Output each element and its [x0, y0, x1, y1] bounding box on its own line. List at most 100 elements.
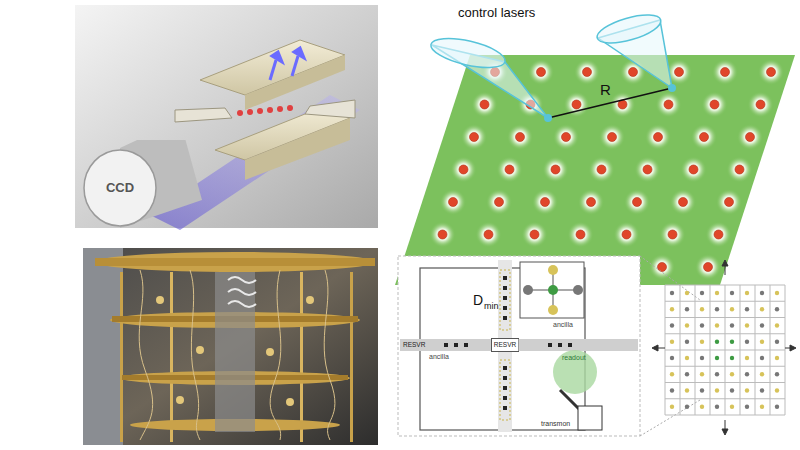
trap-site: [712, 59, 738, 85]
trap-site: [532, 189, 558, 215]
qubit-dot: [715, 372, 719, 376]
qubit-dot: [745, 323, 749, 327]
qubit-dot: [670, 405, 674, 409]
qubit-dot: [775, 356, 779, 360]
qubit-dot: [670, 372, 674, 376]
trap-site: [486, 189, 512, 215]
qubit-dot: [700, 340, 704, 344]
qubit-dot: [760, 372, 764, 376]
addressed-atom: [544, 114, 552, 122]
trap-site: [430, 222, 456, 248]
grid-line: [740, 285, 741, 415]
qubit-dot: [700, 372, 704, 376]
trap-site: [706, 222, 732, 248]
endcap-electrode: [175, 108, 232, 122]
cryostat: [95, 252, 375, 442]
optical-lattice: [395, 55, 795, 285]
qubit-dot: [775, 340, 779, 344]
qubit-dot: [670, 356, 674, 360]
grid-line: [770, 285, 771, 415]
atom: [714, 230, 723, 239]
atom: [583, 68, 592, 77]
qubit-dot: [685, 307, 689, 311]
atom: [459, 165, 468, 174]
trap-site: [716, 189, 742, 215]
qubit-dot: [760, 291, 764, 295]
qubit-dot: [730, 356, 734, 360]
atom: [608, 133, 617, 142]
atom: [643, 165, 652, 174]
atom: [449, 198, 458, 207]
qubit-dot: [715, 291, 719, 295]
ancilla-label: ancilla: [428, 353, 450, 361]
qubit-dot: [730, 291, 734, 295]
endcap-electrode: [305, 100, 355, 118]
atom: [704, 263, 713, 272]
qubit-dot: [760, 356, 764, 360]
qubit-dot: [685, 323, 689, 327]
trap-site: [614, 222, 640, 248]
distance-label: R: [600, 82, 611, 99]
atom: [629, 68, 638, 77]
qubit-dot: [685, 291, 689, 295]
qubit-dot: [715, 323, 719, 327]
trap-site: [528, 59, 554, 85]
atom: [516, 133, 525, 142]
trap-site: [660, 222, 686, 248]
qubit-dot: [760, 307, 764, 311]
qubit-dot: [775, 291, 779, 295]
qubit-dot: [730, 307, 734, 311]
trap-site: [656, 92, 682, 118]
trap-site: [568, 222, 594, 248]
atom: [675, 68, 684, 77]
qubit-dot: [670, 291, 674, 295]
trap-site: [670, 189, 696, 215]
atom: [735, 165, 744, 174]
qubit-dot: [730, 388, 734, 392]
qubit-dot: [715, 356, 719, 360]
photo-background: [83, 248, 378, 445]
transmon-label: transmon: [540, 420, 571, 428]
qubit-dot: [715, 307, 719, 311]
photo-background: [83, 248, 123, 445]
trap-site: [645, 124, 671, 150]
qubit-dot: [700, 323, 704, 327]
zoom-lines: [640, 256, 700, 436]
qubit-dot: [670, 340, 674, 344]
qubit-lattice: [665, 285, 785, 415]
grid-line: [755, 285, 756, 415]
grid-line: [665, 398, 785, 399]
trap-site: [681, 157, 707, 183]
transmon-icon: [578, 406, 602, 430]
box-outline: [491, 339, 518, 352]
atom: [658, 263, 667, 272]
trap-site: [758, 59, 784, 85]
qubit-dot: [670, 388, 674, 392]
ion-chain: [237, 105, 293, 116]
trap-site: [702, 92, 728, 118]
atom: [700, 133, 709, 142]
qubit-dot: [745, 340, 749, 344]
trap-site: [543, 157, 569, 183]
atom: [484, 230, 493, 239]
qubit-dot: [700, 356, 704, 360]
trap-site: [522, 222, 548, 248]
node-label: CCD: [106, 181, 134, 195]
atom: [576, 230, 585, 239]
atom: [767, 68, 776, 77]
trap-site: [610, 92, 636, 118]
grid-line: [665, 366, 785, 367]
atom-grid: [419, 59, 784, 280]
qubit-dot: [745, 291, 749, 295]
qubit-dot: [760, 405, 764, 409]
qubit-dot: [745, 356, 749, 360]
atom: [495, 198, 504, 207]
trap-electrode: [245, 118, 350, 180]
atom: [572, 100, 581, 109]
atom: [622, 230, 631, 239]
camera-cylinder: CCD: [82, 140, 202, 228]
resonator-box: RESVR: [491, 338, 519, 352]
atom: [633, 198, 642, 207]
qubit-dot: [775, 388, 779, 392]
addressed-atom: [668, 84, 676, 92]
